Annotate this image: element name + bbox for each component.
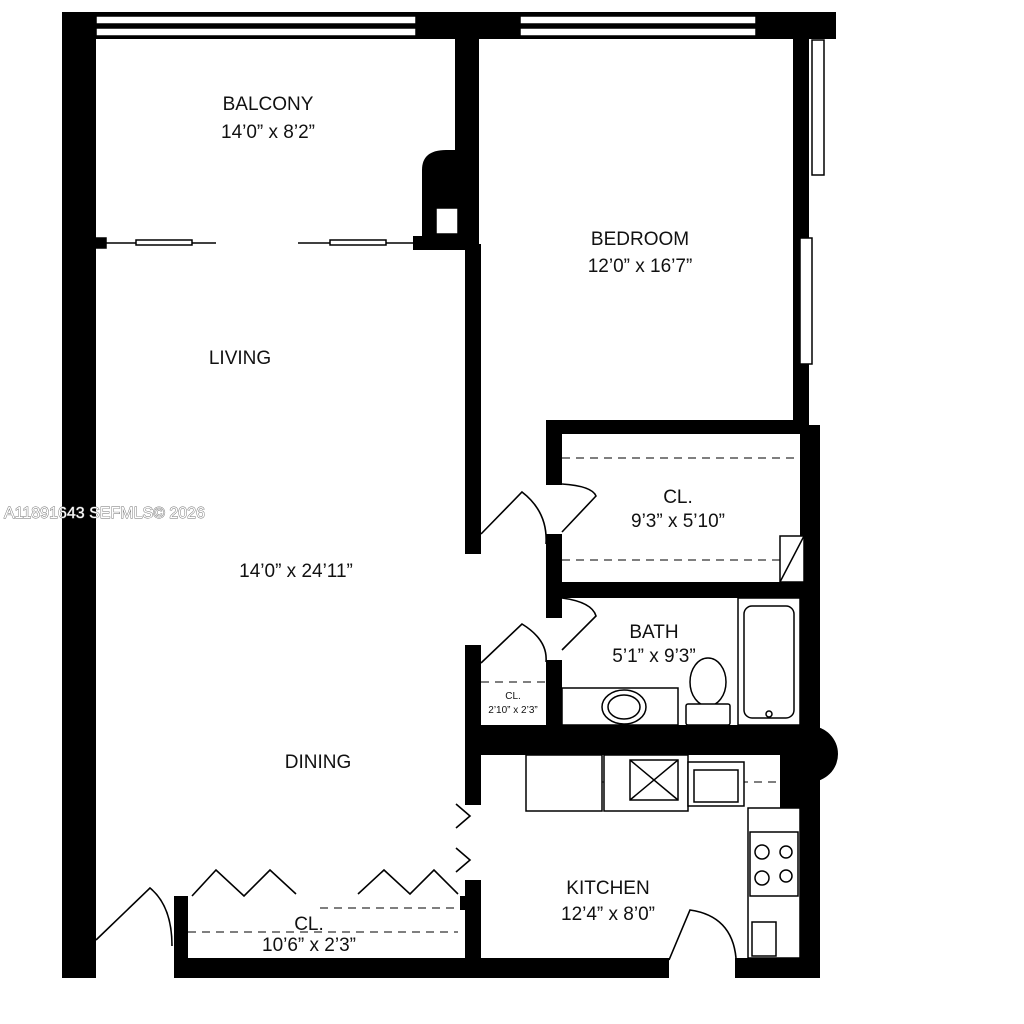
dashed-lines [188, 457, 800, 933]
living-label: LIVING [209, 348, 271, 369]
bifold-doors [191, 803, 472, 898]
bath-size: 5’1” x 9’3” [612, 646, 695, 667]
bath-label: BATH [629, 622, 678, 643]
closet-corner [779, 535, 805, 583]
bath-fixtures [561, 597, 801, 726]
kitchen-fixtures [525, 754, 801, 959]
balcony-column [422, 150, 462, 238]
closet-small-size: 2’10” x 2’3” [488, 705, 537, 716]
closet-dining-label: CL. [294, 914, 324, 935]
watermark: A11891643 SEFMLS© 2026 [4, 505, 205, 522]
balcony-label: BALCONY [223, 94, 314, 115]
kitchen-size: 12’4” x 8’0” [561, 904, 655, 925]
bedroom-label: BEDROOM [591, 229, 689, 250]
column [782, 726, 838, 782]
windows [95, 15, 825, 365]
door-swings [95, 483, 737, 961]
sliding-doors [95, 237, 413, 249]
closet-dining-size: 10’6” x 2’3” [262, 935, 356, 956]
balcony-size: 14’0” x 8’2” [221, 122, 315, 143]
bedroom-size: 12’0” x 16’7” [588, 256, 693, 277]
kitchen-label: KITCHEN [566, 878, 649, 899]
closet-bedroom-size: 9’3” x 5’10” [631, 511, 725, 532]
living-dining-size: 14’0” x 24’11” [239, 561, 353, 582]
dining-label: DINING [285, 752, 352, 773]
closet-small-label: CL. [505, 691, 521, 702]
closet-bedroom-label: CL. [663, 487, 693, 508]
